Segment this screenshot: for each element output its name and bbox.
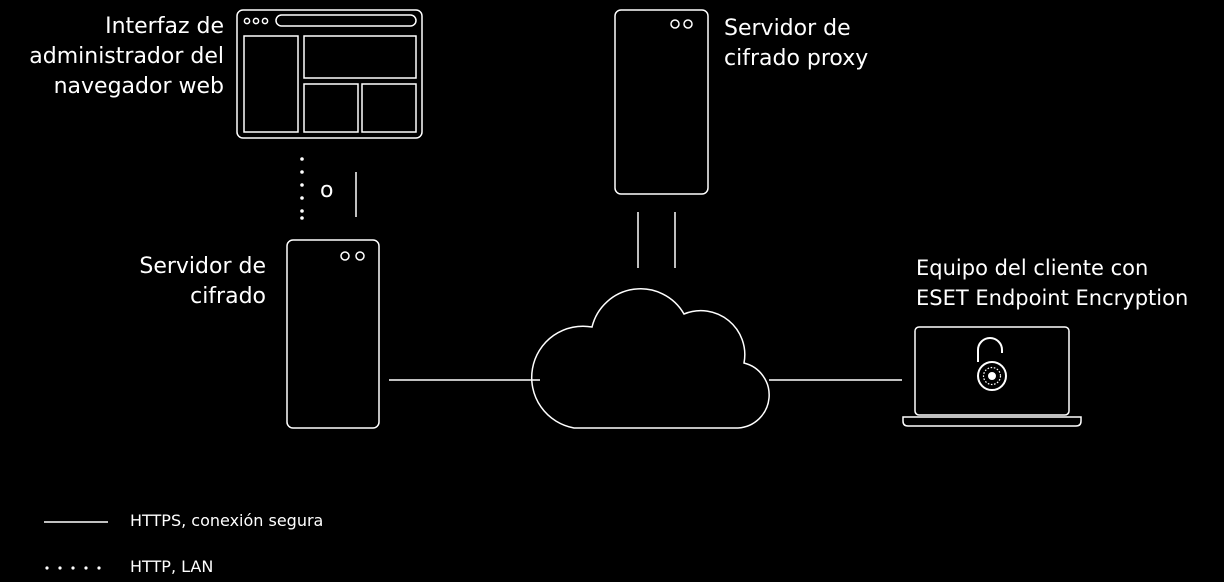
legend-http-label: HTTP, LAN (130, 557, 214, 576)
encryption-server-label: Servidor de cifrado (139, 252, 266, 312)
proxy-server-icon (614, 9, 709, 195)
legend-dotted-line (45, 566, 101, 570)
http-connection-line (300, 157, 304, 220)
browser-window-icon (236, 9, 423, 139)
proxy-server-label-line1: Servidor de (724, 16, 851, 41)
proxy-server-label-line2: cifrado proxy (724, 46, 869, 71)
cloud-icon (531, 288, 770, 429)
or-label: o (320, 178, 334, 203)
client-label-line1: Equipo del cliente con (916, 256, 1149, 280)
client-label: Equipo del cliente con ESET Endpoint Enc… (916, 253, 1188, 313)
browser-admin-label-line2: administrador del (29, 44, 224, 69)
proxy-server-label: Servidor de cifrado proxy (724, 14, 868, 74)
client-label-line2: ESET Endpoint Encryption (916, 286, 1189, 310)
unlocked-padlock-icon (977, 337, 1007, 391)
laptop-icon (902, 326, 1082, 427)
browser-admin-label: Interfaz de administrador del navegador … (29, 12, 224, 102)
browser-admin-label-line3: navegador web (53, 74, 224, 99)
legend-https-label: HTTPS, conexión segura (130, 511, 324, 530)
encryption-server-label-line2: cifrado (190, 284, 266, 309)
browser-admin-label-line1: Interfaz de (105, 14, 224, 39)
encryption-server-label-line1: Servidor de (139, 254, 266, 279)
encryption-server-icon (286, 239, 380, 429)
